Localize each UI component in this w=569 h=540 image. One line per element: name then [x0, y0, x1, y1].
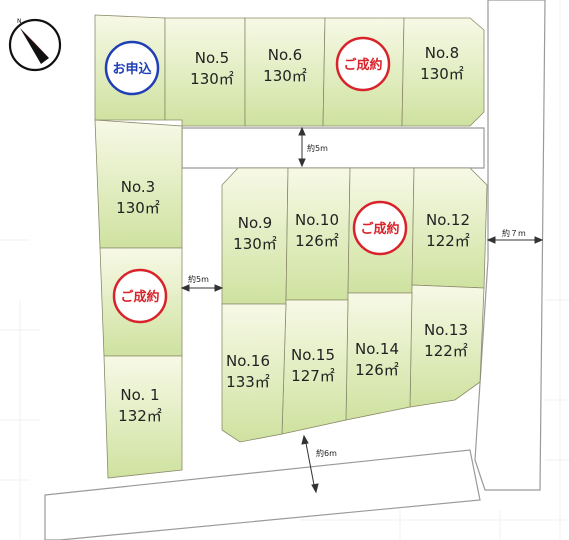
- lot-name: No.12: [426, 211, 470, 229]
- lot-area: 130㎡: [116, 199, 160, 217]
- right-road-distance: 約７m: [502, 228, 526, 238]
- lot-name: No.3: [121, 178, 155, 196]
- compass-needle-icon: [20, 28, 49, 64]
- lot-area: 132㎡: [118, 407, 162, 425]
- lot-name: No. 1: [120, 386, 159, 404]
- lot-labels: No.5 130㎡ No.6 130㎡ No.8 130㎡ No.3 130㎡ No. …: [116, 44, 470, 425]
- stamp-contracted: ご成約: [112, 268, 168, 324]
- lot-area: 130㎡: [420, 65, 464, 83]
- lot-no16[interactable]: [221, 303, 287, 443]
- stamp-circle: [335, 36, 391, 92]
- lot-name: No.9 130㎡: [233, 214, 277, 253]
- lot-area: 127㎡: [291, 367, 335, 385]
- lots: [94, 14, 488, 479]
- stamp-contracted: ご成約: [352, 200, 408, 256]
- distance-labels: 約5m 約5m 約７m 約6m: [188, 143, 526, 458]
- distance-markers: [180, 126, 544, 494]
- stamp-label: ご成約: [343, 57, 382, 73]
- stamp-label: ご成約: [120, 289, 159, 305]
- lot-area: 133㎡: [226, 373, 270, 391]
- bottom-road: [44, 449, 481, 540]
- lot-name: No.3 130㎡: [116, 178, 160, 217]
- lot-name: No.14 126㎡: [355, 340, 399, 379]
- lot-name: No.6: [268, 46, 302, 64]
- lot-name: No.5: [195, 49, 229, 67]
- lot-name: No.8: [425, 44, 459, 62]
- stamp-label: お申込: [112, 61, 152, 77]
- lot-name: No.5 130㎡: [190, 49, 234, 88]
- lot-name: No.12 122㎡: [426, 211, 470, 250]
- compass-needle-icon: [20, 28, 49, 58]
- right-road-dimension: [486, 236, 544, 244]
- lot-area: 126㎡: [355, 361, 399, 379]
- lot-name: No. 1 132㎡: [118, 386, 162, 425]
- right-road: [474, 0, 546, 491]
- lot-area: 122㎡: [424, 342, 468, 360]
- top-road-distance: 約5m: [307, 143, 328, 153]
- lot-name: No.16: [226, 352, 270, 370]
- compass-north-label: N: [17, 18, 22, 25]
- lot-name: No.13 122㎡: [424, 321, 468, 360]
- lot-area: 122㎡: [426, 232, 470, 250]
- stamp-circle: [112, 268, 168, 324]
- lot-name: No.15: [291, 346, 335, 364]
- lot-name: No.8 130㎡: [420, 44, 464, 83]
- lot-area: 130㎡: [190, 70, 234, 88]
- left-road-distance: 約5m: [188, 274, 209, 284]
- stamp-circle: [352, 200, 408, 256]
- bottom-road-dimension: [301, 434, 319, 494]
- lot-name: No.6 130㎡: [263, 46, 307, 85]
- lot-name: No.10 126㎡: [295, 211, 339, 250]
- lot-no12[interactable]: [411, 167, 488, 289]
- lot-name: No.13: [424, 321, 468, 339]
- lot-name: No.16 133㎡: [226, 352, 270, 391]
- lot-name: No.14: [355, 340, 399, 358]
- bottom-road-distance: 約6m: [316, 448, 337, 458]
- stamp-circle: [104, 40, 160, 96]
- top-road-dimension: [298, 126, 306, 168]
- lot-name: No.15 127㎡: [291, 346, 335, 385]
- top-inner-road: [181, 127, 485, 169]
- lot-area: 126㎡: [295, 232, 339, 250]
- lot-area: 130㎡: [233, 235, 277, 253]
- compass: N: [8, 18, 62, 72]
- roads: [44, 0, 546, 540]
- left-road-dimension: [180, 284, 224, 292]
- stamp-applied: お申込: [104, 40, 160, 96]
- stamp-label: ご成約: [360, 221, 399, 237]
- stamps: お申込 ご成約 ご成約 ご成約: [104, 36, 408, 324]
- lot-area: 130㎡: [263, 67, 307, 85]
- lot-no8[interactable]: [401, 17, 485, 127]
- stamp-contracted: ご成約: [335, 36, 391, 92]
- lot-name: No.9: [238, 214, 272, 232]
- lot-name: No.10: [295, 211, 339, 229]
- lot-no1[interactable]: [103, 355, 183, 479]
